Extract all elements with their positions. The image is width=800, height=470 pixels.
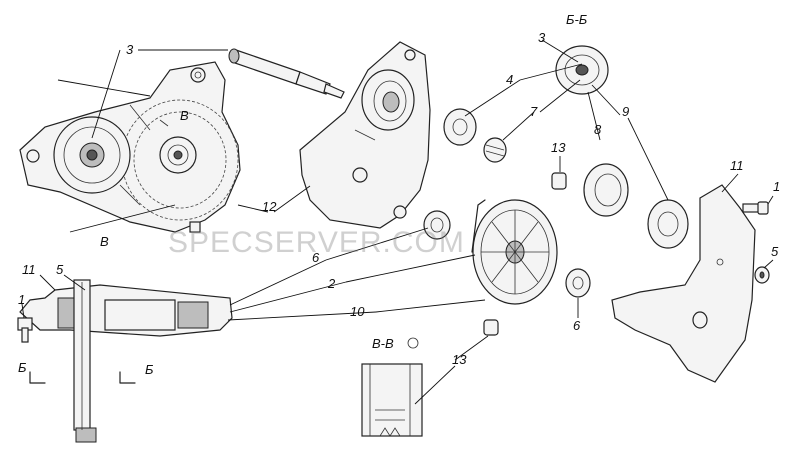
washer-part-6b <box>565 268 591 298</box>
bushing-part-8 <box>583 163 629 217</box>
section-view-assembly <box>17 279 233 443</box>
arrow-label-v-top: В <box>180 108 189 123</box>
section-vv-view <box>361 337 423 437</box>
callout-13-lower: 13 <box>452 352 467 367</box>
section-marker-b-left: Б <box>18 360 27 375</box>
callout-3-right: 3 <box>538 30 546 45</box>
washer-part-6 <box>423 210 451 240</box>
callout-6-left: 6 <box>312 250 320 265</box>
screw-part-1 <box>742 201 769 215</box>
section-label-bb: Б-Б <box>566 12 588 27</box>
callout-4: 4 <box>506 72 513 87</box>
bushing-part-4 <box>443 108 477 146</box>
nut-part-13 <box>551 172 567 190</box>
callout-8: 8 <box>594 122 602 137</box>
callout-9: 9 <box>622 104 629 119</box>
watermark: SPECSERVER.COM <box>168 226 465 259</box>
callout-5-left: 5 <box>56 262 64 277</box>
washer-part-5 <box>754 266 770 284</box>
callout-7: 7 <box>530 104 538 119</box>
assembled-front-view <box>19 61 241 233</box>
nut-part-13b <box>483 319 499 336</box>
callout-12: 12 <box>262 199 277 214</box>
arrow-label-v-bottom: В <box>100 234 109 249</box>
callout-2: 2 <box>327 276 336 291</box>
section-bb-bearing <box>555 45 609 95</box>
callout-11-left: 11 <box>22 262 36 277</box>
callout-3-left: 3 <box>126 42 134 57</box>
pulley-part-9 <box>647 199 689 249</box>
gear-part-2 <box>471 199 558 305</box>
leader-lines <box>21 39 774 405</box>
callout-13-upper: 13 <box>551 140 566 155</box>
section-label-vv: В-В <box>372 336 394 351</box>
bracket-part-11 <box>611 184 756 383</box>
shaft-part-3 <box>228 48 345 99</box>
section-marker-b-right: Б <box>145 362 154 377</box>
callout-1-left: 1 <box>18 292 25 307</box>
callout-5-right: 5 <box>771 244 779 259</box>
callout-1-right: 1 <box>773 179 780 194</box>
spring-part-7 <box>483 137 507 163</box>
callout-6-right: 6 <box>573 318 581 333</box>
callout-10: 10 <box>350 304 365 319</box>
bracket-plate-12 <box>299 41 431 229</box>
callout-11-right: 11 <box>730 158 744 173</box>
